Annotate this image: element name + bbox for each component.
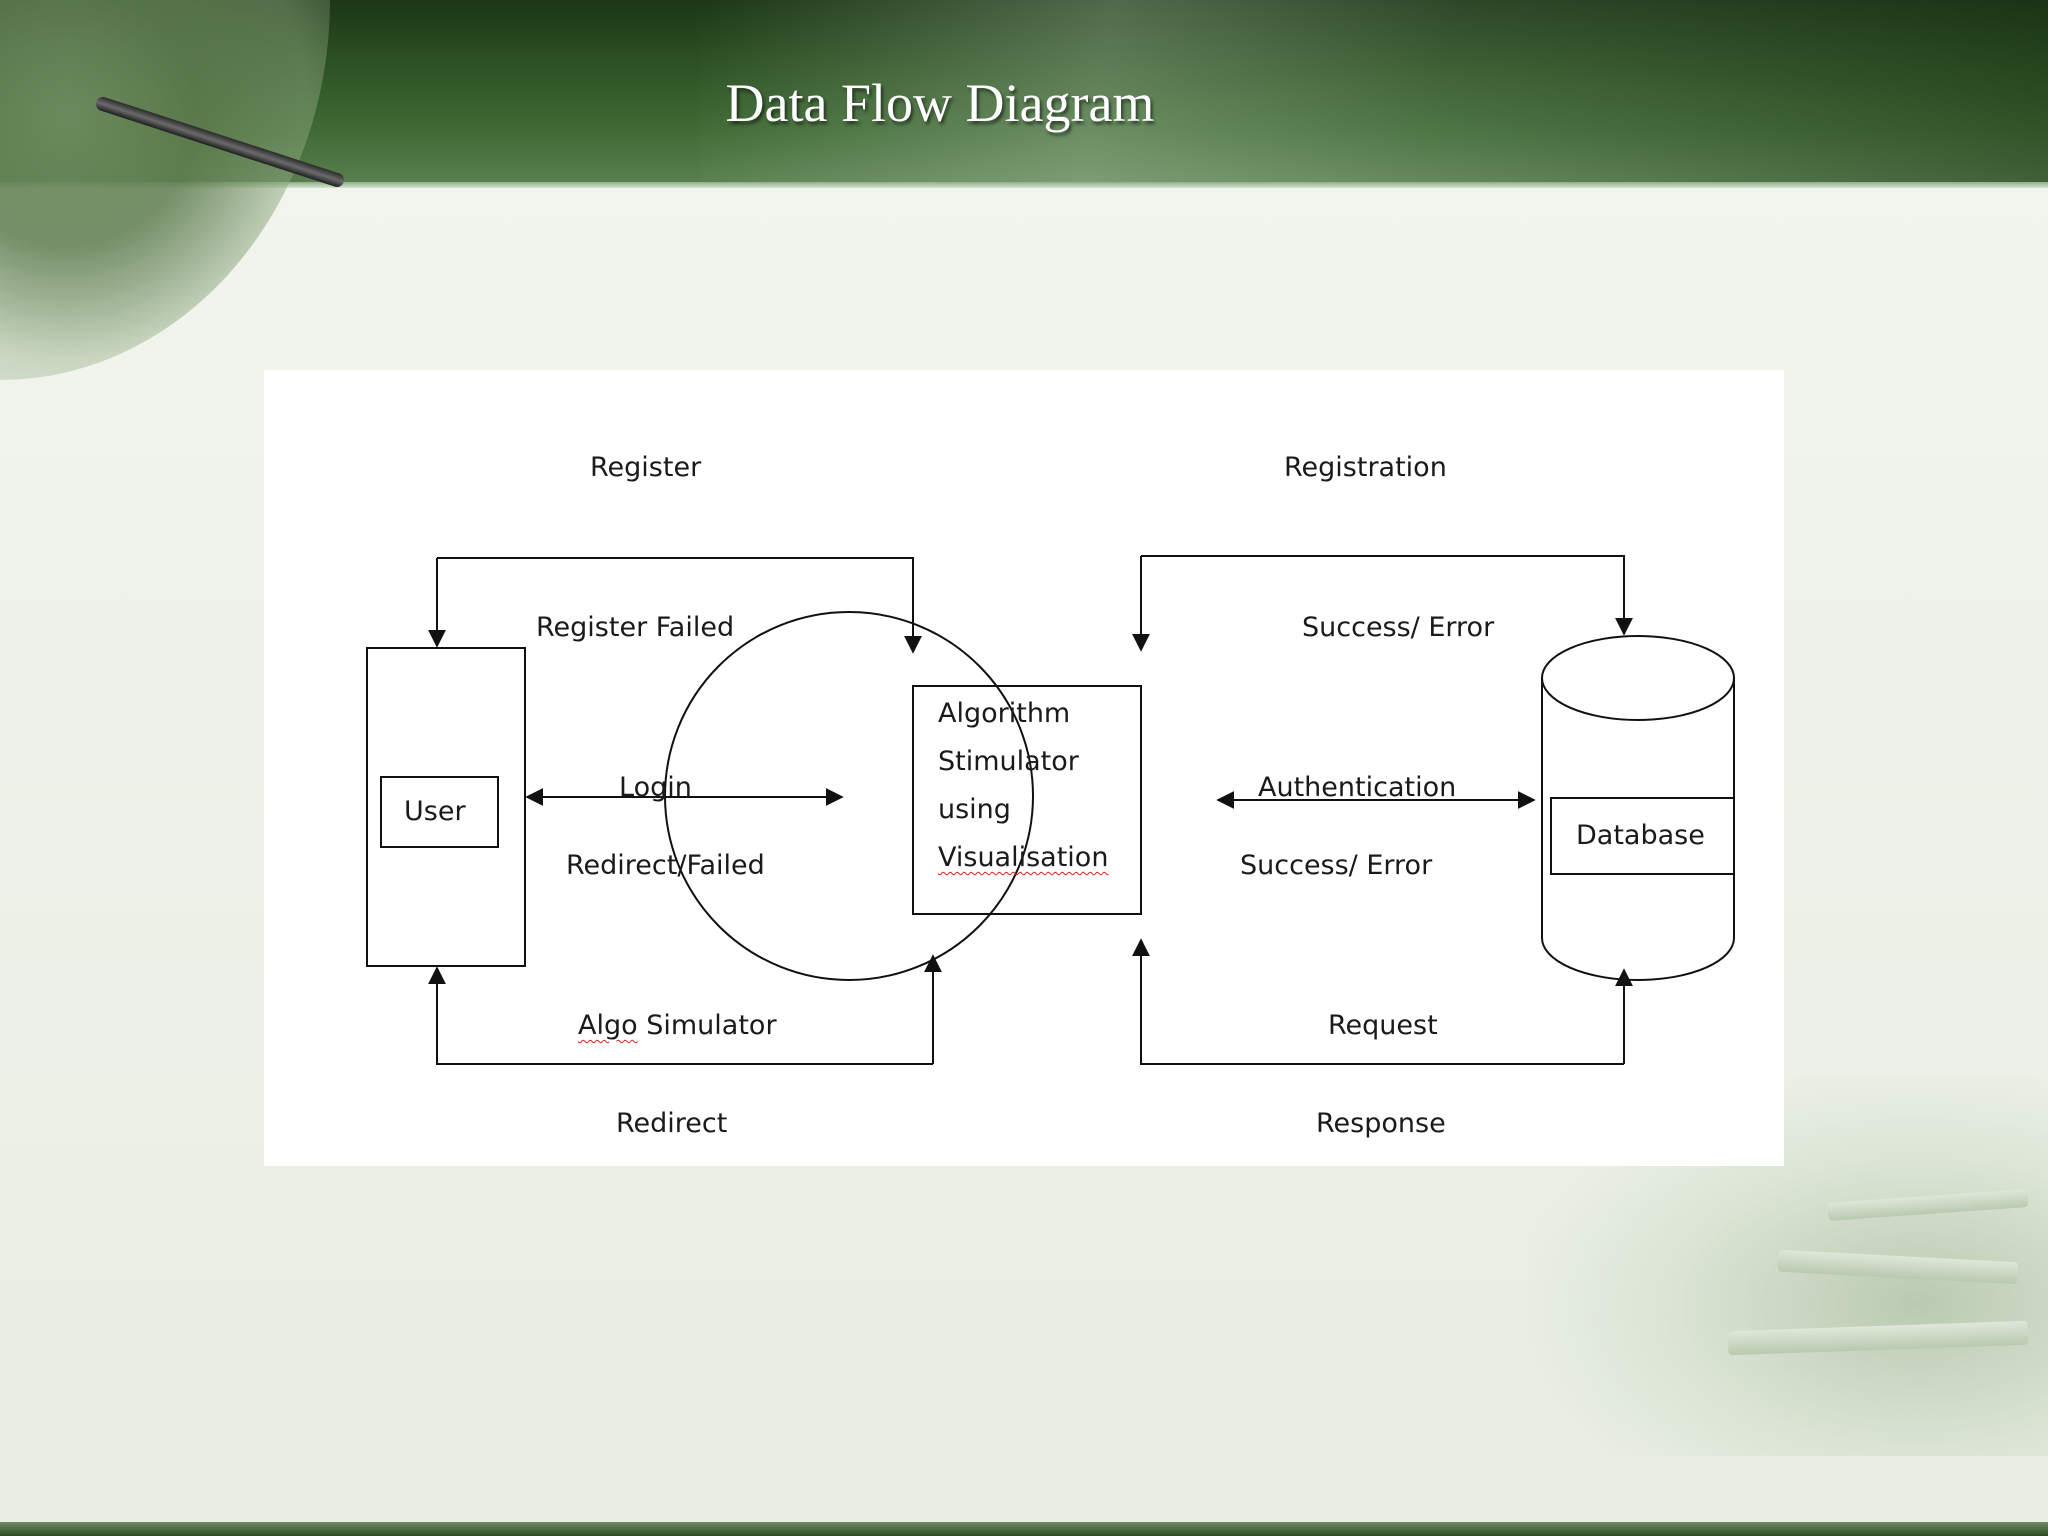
flow-label-simulator-word: Simulator <box>646 1010 777 1041</box>
register-flow <box>437 557 922 654</box>
flow-label-registration: Registration <box>1284 452 1447 483</box>
user-label: User <box>404 796 466 827</box>
flow-label-register: Register <box>590 452 702 483</box>
process-line-2: Stimulator <box>938 746 1079 777</box>
database-inner-box <box>1550 797 1735 875</box>
flow-label-algo-simulator: Algo Simulator <box>578 1012 777 1039</box>
flow-label-algo-word: Algo <box>578 1010 638 1041</box>
flow-label-redirect: Redirect <box>616 1108 728 1139</box>
process-line-1: Algorithm <box>938 698 1071 729</box>
response-flow <box>1132 938 1624 1065</box>
flow-label-response: Response <box>1316 1108 1446 1139</box>
header-sheen <box>700 0 2048 186</box>
flow-label-register-failed: Register Failed <box>536 612 735 643</box>
flow-label-success-error-top: Success/ Error <box>1302 612 1495 643</box>
process-label: Algorithm Stimulator using Visualisation <box>938 690 1108 882</box>
flow-label-request: Request <box>1328 1010 1438 1041</box>
database-cylinder-body <box>1541 678 1735 981</box>
flow-label-authentication: Authentication <box>1258 772 1457 803</box>
registration-flow <box>1141 555 1633 636</box>
footer-bar <box>0 1522 2048 1536</box>
header-band <box>0 0 2048 186</box>
process-line-3: using <box>938 794 1011 825</box>
user-entity-outer <box>366 647 526 967</box>
slide-title: Data Flow Diagram <box>725 73 1155 133</box>
header-edge <box>0 182 2048 188</box>
flow-label-redirect-failed: Redirect/Failed <box>566 850 765 881</box>
flow-label-login: Login <box>619 772 692 803</box>
database-cylinder-top <box>1541 635 1735 721</box>
hand-with-pen-decoration <box>0 0 330 380</box>
user-entity-inner <box>380 776 499 848</box>
process-line-4: Visualisation <box>938 842 1109 873</box>
redirect-flow <box>428 966 933 1065</box>
flow-label-success-error-mid: Success/ Error <box>1240 850 1433 881</box>
database-label: Database <box>1576 820 1705 851</box>
data-flow-diagram: User Database Algorithm Stimulator using… <box>264 370 1784 1166</box>
process-inner-box <box>912 685 1142 915</box>
diagram-lines <box>366 555 1735 1065</box>
